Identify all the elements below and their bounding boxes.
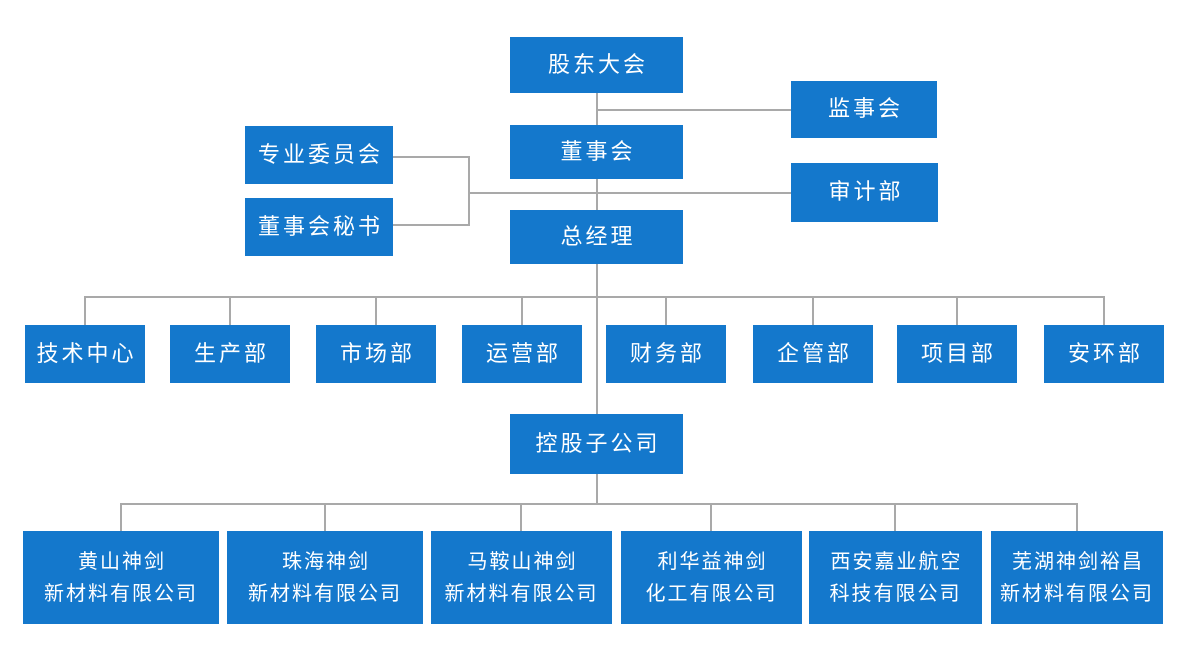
- org-node-project: 项目部: [897, 325, 1017, 383]
- connector-drop-tech-center: [84, 296, 86, 325]
- connector-drop-huangshan: [120, 503, 122, 531]
- connector-drop-finance: [665, 296, 667, 325]
- org-node-marketing: 市场部: [316, 325, 436, 383]
- connector-board-gm: [596, 178, 598, 210]
- org-node-finance: 财务部: [606, 325, 726, 383]
- connector-dept-bus: [85, 296, 1105, 298]
- org-node-enterprise-mgmt: 企管部: [753, 325, 873, 383]
- connector-committee-junction: [393, 156, 468, 158]
- connector-holding-bus: [596, 474, 598, 503]
- org-node-tech-center: 技术中心: [25, 325, 145, 383]
- org-node-committee: 专业委员会: [245, 126, 393, 184]
- connector-drop-zhuhai: [324, 503, 326, 531]
- connector-drop-enterprise-mgmt: [812, 296, 814, 325]
- org-node-operations: 运营部: [462, 325, 582, 383]
- connector-drop-safety-env: [1103, 296, 1105, 325]
- connector-spine-supervisory: [597, 109, 791, 111]
- org-node-zhuhai: 珠海神剑 新材料有限公司: [227, 531, 423, 624]
- org-node-production: 生产部: [170, 325, 290, 383]
- connector-drop-maanshan: [520, 503, 522, 531]
- org-node-gm: 总经理: [510, 210, 683, 264]
- org-node-board: 董事会: [510, 125, 683, 179]
- connector-cross-audit: [468, 192, 791, 194]
- org-node-audit: 审计部: [791, 163, 938, 222]
- org-node-maanshan: 马鞍山神剑 新材料有限公司: [431, 531, 612, 624]
- connector-left-junction: [468, 156, 470, 226]
- org-node-safety-env: 安环部: [1044, 325, 1164, 383]
- connector-drop-xian-jiaye: [894, 503, 896, 531]
- connector-secretary-junction: [393, 224, 468, 226]
- org-node-xian-jiaye: 西安嘉业航空 科技有限公司: [809, 531, 982, 624]
- connector-drop-marketing: [375, 296, 377, 325]
- org-node-holding: 控股子公司: [510, 414, 683, 474]
- connector-drop-wuhu: [1076, 503, 1078, 531]
- org-node-wuhu: 芜湖神剑裕昌 新材料有限公司: [991, 531, 1163, 624]
- connector-drop-production: [229, 296, 231, 325]
- org-node-supervisory: 监事会: [791, 81, 937, 138]
- org-node-lihuayi: 利华益神剑 化工有限公司: [621, 531, 802, 624]
- connector-drop-project: [956, 296, 958, 325]
- org-node-shareholders: 股东大会: [510, 37, 683, 93]
- connector-drop-operations: [521, 296, 523, 325]
- connector-drop-lihuayi: [710, 503, 712, 531]
- org-node-huangshan: 黄山神剑 新材料有限公司: [23, 531, 219, 624]
- org-node-secretary: 董事会秘书: [245, 198, 393, 256]
- connector-gm-holding-spine: [596, 263, 598, 414]
- connector-company-bus: [121, 503, 1077, 505]
